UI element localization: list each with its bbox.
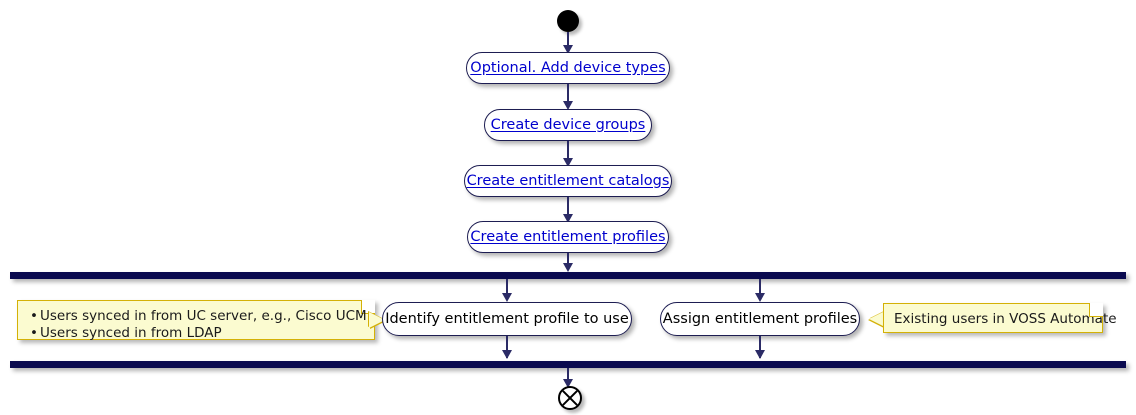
join-bar [10,361,1126,368]
connector-start-to-activity-1 [567,32,569,48]
note-fold-corner [1089,303,1103,317]
arrowhead-join-to-end [563,379,573,388]
arrowhead-activity-1-to-2 [563,101,573,110]
note-existing-users-voss-automate: Existing users in VOSS Automate [883,303,1117,333]
connector-parallel-1-to-join [506,336,508,358]
fork-bar [10,272,1126,279]
note-bullet-list: Users synced in from UC server, e.g., Ci… [28,308,367,342]
connector-parallel-2-to-join [759,336,761,358]
connector-fork-to-parallel-2 [759,279,761,297]
activity-create-entitlement-profiles[interactable]: Create entitlement profiles [467,221,669,253]
connector-activity-3-to-4 [567,197,569,217]
activity-create-entitlement-catalogs[interactable]: Create entitlement catalogs [464,165,672,197]
activity-identify-entitlement-profile-to-use[interactable]: Identify entitlement profile to use [382,302,632,336]
activity-create-device-groups[interactable]: Create device groups [484,109,652,141]
note-pointer-left-note [369,312,385,328]
activity-assign-entitlement-profiles[interactable]: Assign entitlement profiles [660,302,860,336]
activity-optional-add-device-types[interactable]: Optional. Add device types [466,52,670,84]
note-bullet-item: Users synced in from UC server, e.g., Ci… [30,308,367,325]
arrowhead-start-to-activity-1 [563,45,573,54]
arrowhead-parallel-1-to-join [502,350,512,359]
connector-activity-1-to-2 [567,84,569,104]
note-users-synced-sources: Users synced in from UC server, e.g., Ci… [17,300,375,342]
arrowhead-activity-3-to-4 [563,214,573,223]
connector-join-to-end [567,368,569,384]
connector-activity-2-to-3 [567,141,569,161]
connector-fork-to-parallel-1 [506,279,508,297]
note-text: Existing users in VOSS Automate [894,311,1117,327]
arrowhead-parallel-2-to-join [755,350,765,359]
start-node [557,10,579,32]
arrowhead-fork-to-parallel-1 [502,293,512,302]
arrowhead-fork-to-parallel-2 [755,293,765,302]
end-node [558,386,582,410]
note-bullet-item: Users synced in from LDAP [30,325,364,342]
arrowhead-activity-2-to-3 [563,158,573,167]
note-pointer-right-note [869,311,885,327]
connector-activity-4-to-fork [567,253,569,269]
arrowhead-activity-4-to-fork [563,263,573,272]
